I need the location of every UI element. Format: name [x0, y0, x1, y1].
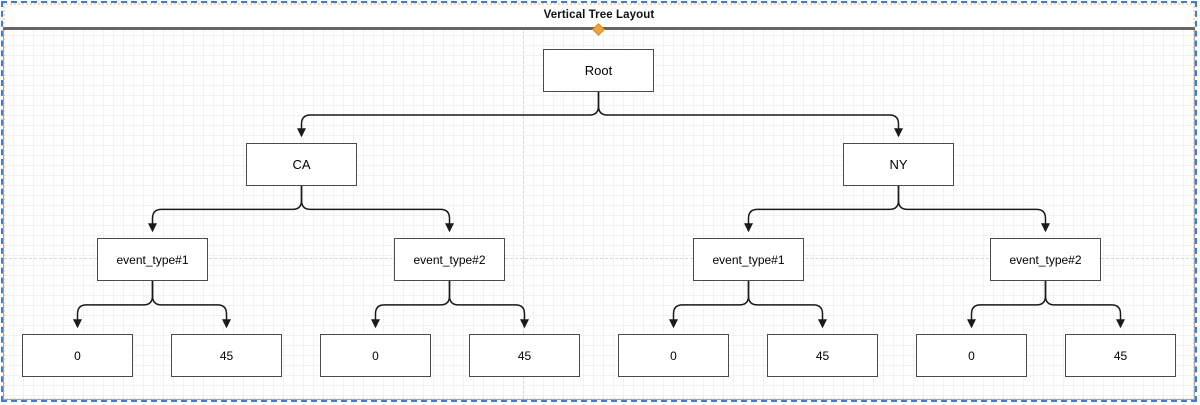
tree-node-ca-et2[interactable]: event_type#2: [394, 238, 505, 281]
tree-node-label: 0: [372, 348, 379, 363]
tree-node-l2[interactable]: 45: [171, 334, 282, 377]
tree-node-l1[interactable]: 0: [22, 334, 133, 377]
tree-node-label: event_type#2: [1009, 252, 1082, 267]
tree-node-l7[interactable]: 0: [916, 334, 1027, 377]
tree-node-label: event_type#2: [413, 252, 486, 267]
guide-line-horizontal: [4, 258, 1194, 259]
tree-node-l3[interactable]: 0: [320, 334, 431, 377]
tree-node-l6[interactable]: 45: [767, 334, 878, 377]
tree-node-label: 0: [74, 348, 81, 363]
tree-node-label: 45: [219, 348, 234, 363]
tree-node-l5[interactable]: 0: [618, 334, 729, 377]
tree-node-ny-et2[interactable]: event_type#2: [990, 238, 1101, 281]
tree-node-label: Root: [584, 63, 613, 78]
tree-node-label: 0: [968, 348, 975, 363]
tree-node-label: 45: [1113, 348, 1128, 363]
guide-line-vertical: [523, 31, 524, 399]
tree-node-l4[interactable]: 45: [469, 334, 580, 377]
tree-node-label: 0: [670, 348, 677, 363]
tree-node-label: CA: [292, 157, 311, 172]
tree-node-label: NY: [889, 157, 908, 172]
tree-node-label: event_type#1: [712, 252, 785, 267]
tree-node-ca[interactable]: CA: [246, 143, 357, 186]
tree-node-ny[interactable]: NY: [843, 143, 954, 186]
tree-node-ca-et1[interactable]: event_type#1: [97, 238, 208, 281]
page-title: Vertical Tree Layout: [543, 9, 655, 22]
tree-node-label: event_type#1: [116, 252, 189, 267]
tree-node-ny-et1[interactable]: event_type#1: [693, 238, 804, 281]
tree-node-l8[interactable]: 45: [1065, 334, 1176, 377]
tree-node-root[interactable]: Root: [543, 49, 654, 92]
tree-node-label: 45: [517, 348, 532, 363]
tree-node-label: 45: [815, 348, 830, 363]
